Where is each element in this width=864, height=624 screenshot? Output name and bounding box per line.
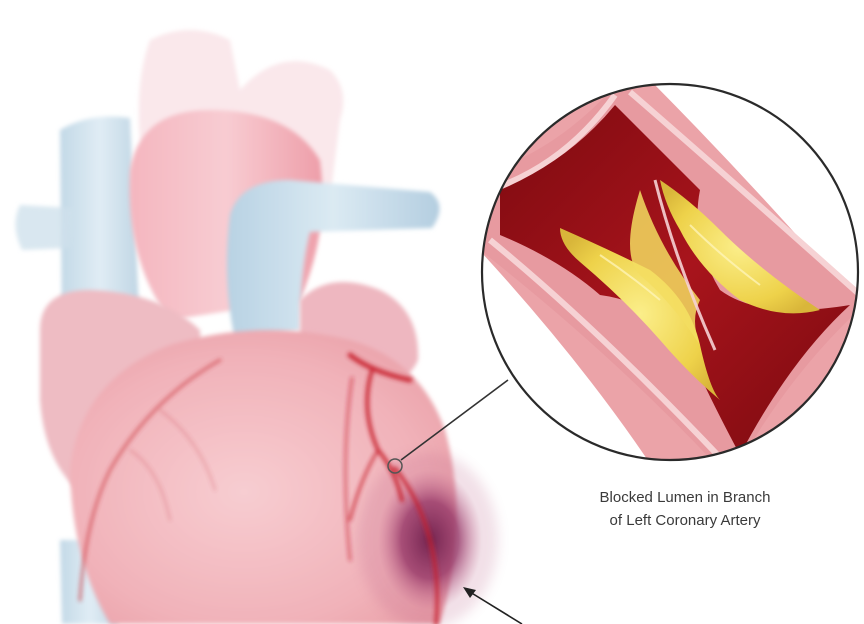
- caption-line-2: of Left Coronary Artery: [520, 509, 850, 532]
- blocked-lumen-caption: Blocked Lumen in Branch of Left Coronary…: [520, 486, 850, 532]
- caption-line-1: Blocked Lumen in Branch: [520, 486, 850, 509]
- magnified-artery-view: [455, 45, 864, 520]
